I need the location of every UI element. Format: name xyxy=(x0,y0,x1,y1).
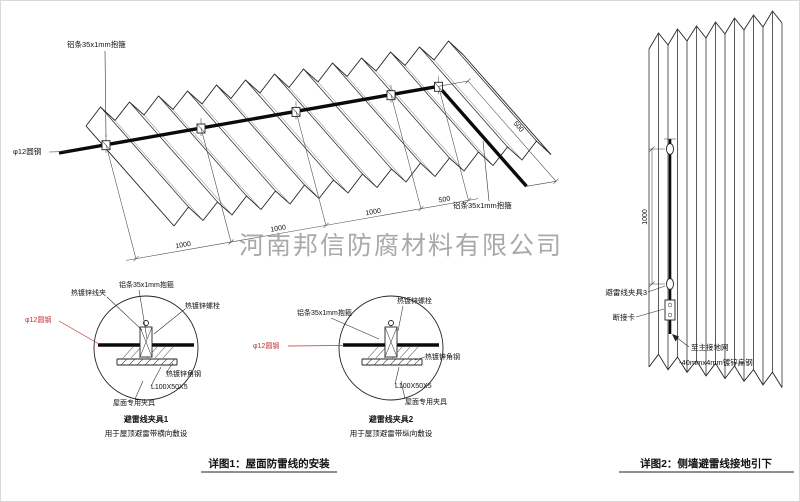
detail1-angle-steel xyxy=(116,358,178,366)
label-angle-d2: 热镀锌角钢 xyxy=(425,352,460,361)
wire-clamp-2 xyxy=(196,118,206,136)
ground-arrowhead xyxy=(672,334,679,342)
label-round-steel-roof: φ12圆钢 xyxy=(13,146,41,156)
detail-circle-2: 铝条35x1mm抱箍 热镀锌螺栓 φ12圆钢 热镀锌角钢 L100X50X5 屋… xyxy=(253,295,460,438)
detail1-title: 避雷线夹具1 xyxy=(124,414,169,424)
roof-ridge-lines xyxy=(100,40,537,208)
label-angle-d1: 热镀锌角钢 xyxy=(166,369,201,378)
wall-dimension: 1000 xyxy=(642,146,665,287)
detail2-subtitle: 用于屋顶避雷带纵向敷设 xyxy=(350,428,433,438)
label-fixture-d1: 屋面专用夹具 xyxy=(113,398,155,407)
caption-detail2-group: 详图2：侧墙避雷线接地引下 xyxy=(619,457,794,473)
dim-1000-c: 1000 xyxy=(365,208,382,218)
detail2-clamp-plate xyxy=(384,320,398,358)
disconnect-card-symbol xyxy=(664,299,676,321)
caption-detail2: 详图2：侧墙避雷线接地引下 xyxy=(640,457,772,470)
label-disconnect-card: 断接卡 xyxy=(613,312,636,322)
roof-drawing: 1000 1000 1000 500 500 铝条35x1mm抱箍 φ12圆钢 … xyxy=(13,39,559,262)
detail2-labels: 铝条35x1mm抱箍 热镀锌螺栓 φ12圆钢 热镀锌角钢 L100X50X5 屋… xyxy=(253,296,460,406)
detail2-angle-steel xyxy=(361,358,423,366)
label-aluminum-strip-right: 铝条35x1mm抱箍 xyxy=(453,200,512,210)
label-round-steel-d2: φ12圆钢 xyxy=(253,341,279,350)
dim-500: 500 xyxy=(438,196,451,205)
detail1-circle xyxy=(93,295,199,401)
wall-labels: 避雷线夹具3 断接卡 至主接地网 -40mmx4mm镀锌扁钢 xyxy=(605,285,753,367)
detail1-labels: 热镀锌线夹 铝条35x1mm抱箍 热镀锌螺栓 φ12圆钢 热镀锌角钢 L100X… xyxy=(25,280,220,407)
wire-clamp-1 xyxy=(101,134,111,153)
detail-circle-1: 热镀锌线夹 铝条35x1mm抱箍 热镀锌螺栓 φ12圆钢 热镀锌角钢 L100X… xyxy=(25,280,220,438)
detail1-clamp-plate xyxy=(139,320,153,358)
wall-dim-1000: 1000 xyxy=(642,209,649,225)
label-angle-size-d2: L100X50X5 xyxy=(395,383,432,390)
roof-dimension-chain: 1000 1000 1000 500 xyxy=(105,86,479,262)
roof-labels: 铝条35x1mm抱箍 φ12圆钢 铝条35x1mm抱箍 xyxy=(13,39,512,210)
label-wire-clamp: 热镀锌线夹 xyxy=(71,288,106,297)
dim-1000-b: 1000 xyxy=(270,224,287,234)
label-fixture-d2: 屋面专用夹具 xyxy=(405,397,447,406)
wire-clamp-5 xyxy=(434,76,443,95)
label-to-ground: 至主接地网 xyxy=(691,342,729,352)
wire-clamp-3 xyxy=(291,101,301,120)
label-bolt-d2: 热镀锌螺栓 xyxy=(397,296,432,305)
roof-left-edge xyxy=(85,125,175,227)
wall-drawing: 1000 避雷线夹具3 断接卡 至主接地网 -40mmx4mm镀锌扁钢 xyxy=(605,10,783,388)
conductor-clamp-top xyxy=(666,143,674,155)
watermark-text: 河南邦信防腐材料有限公司 xyxy=(239,232,563,260)
caption-detail1-group: 详图1：屋面防雷线的安装 xyxy=(201,457,337,473)
detail2-title: 避雷线夹具2 xyxy=(369,414,414,424)
conductor-clamp-bottom xyxy=(666,278,674,290)
detail1-subtitle: 用于屋顶避雷带横向敷设 xyxy=(105,428,188,438)
label-clamp3: 避雷线夹具3 xyxy=(605,287,647,297)
caption-detail1: 详图1：屋面防雷线的安装 xyxy=(208,457,330,470)
label-angle-size-d1: L100X50X5 xyxy=(151,384,188,391)
roof-valley-lines xyxy=(114,59,523,221)
dim-1000-a: 1000 xyxy=(175,241,192,251)
label-bolt-d1: 热镀锌螺栓 xyxy=(185,301,220,310)
wire-clamp-4 xyxy=(386,84,396,103)
label-aluminum-strip-top: 铝条35x1mm抱箍 xyxy=(67,39,126,49)
detail2-circle xyxy=(338,295,444,401)
roof-right-edge xyxy=(462,54,552,155)
label-strip-d2: 铝条35x1mm抱箍 xyxy=(297,308,352,317)
label-round-steel-d1: φ12圆钢 xyxy=(25,315,51,324)
label-strip-d1: 铝条35x1mm抱箍 xyxy=(119,280,174,289)
wall-rib-lines xyxy=(648,11,783,388)
label-flat-steel: -40mmx4mm镀锌扁钢 xyxy=(679,357,753,367)
